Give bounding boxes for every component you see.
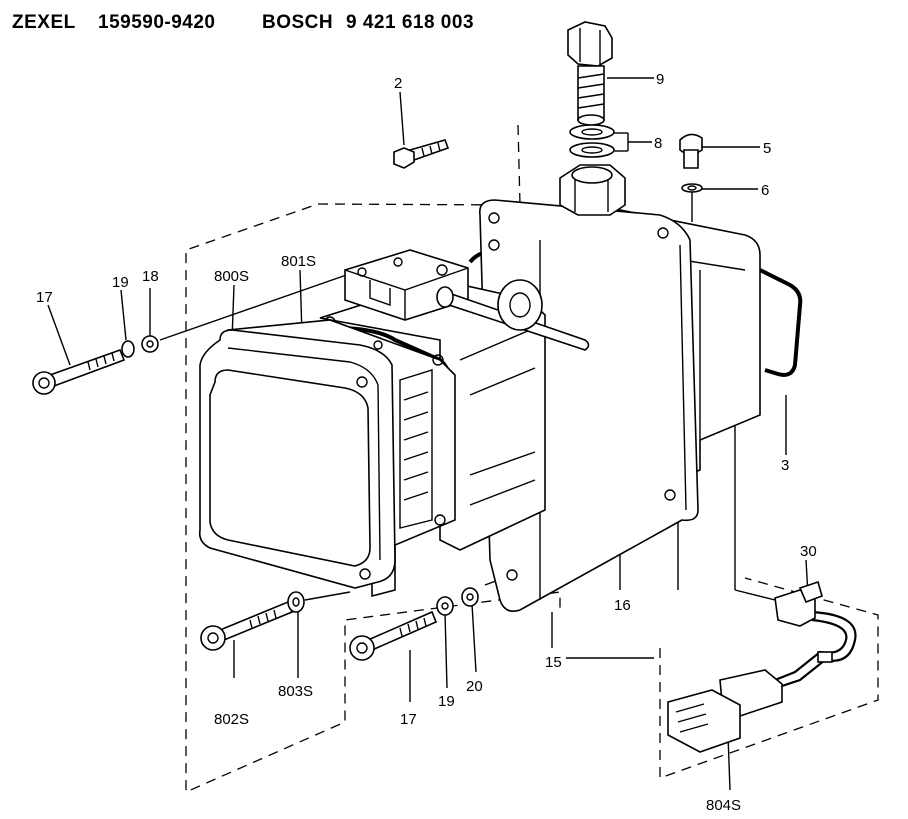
callout-801s: 801S: [281, 253, 316, 270]
callout-20: 20: [466, 678, 483, 695]
callout-labels: 2 9 8 5 6 3 17 19 18 800S 801S 802S 803S…: [36, 71, 817, 814]
screw-802s: [200, 591, 305, 651]
washers-8: [569, 124, 615, 158]
shaft-rod: [436, 279, 590, 351]
callout-16: 16: [614, 597, 631, 614]
callout-8: 8: [654, 135, 662, 152]
callout-17a: 17: [36, 289, 53, 306]
front-cover-800s: [198, 329, 396, 589]
callout-800s: 800S: [214, 268, 249, 285]
screw-2: [393, 139, 450, 169]
callout-15: 15: [545, 654, 562, 671]
callout-3: 3: [781, 457, 789, 474]
screw-5-and-washer-6: [679, 133, 703, 222]
callout-6: 6: [761, 182, 769, 199]
gasket-ring-3: [759, 268, 803, 377]
callout-17b: 17: [400, 711, 417, 728]
header-brand-2: BOSCH: [262, 12, 334, 33]
callout-803s: 803S: [278, 683, 313, 700]
callout-30: 30: [800, 543, 817, 560]
callout-19b: 19: [438, 693, 455, 710]
hollow-bolt-9: [567, 21, 613, 126]
screw-17-left: [32, 335, 159, 395]
callout-2: 2: [394, 75, 402, 92]
screw-17-lower: [349, 587, 479, 661]
header-part-number-2: 9 421 618 003: [346, 12, 475, 33]
top-boss-fitting: [559, 164, 626, 216]
callout-5: 5: [763, 140, 771, 157]
wire-harness-connector-804s: [667, 580, 857, 753]
header-brand-1: ZEXEL: [12, 12, 76, 33]
callout-9: 9: [656, 71, 664, 88]
callout-804s: 804S: [706, 797, 741, 814]
header-part-number-1: 159590-9420: [98, 12, 216, 33]
assembly-boundary-lines: [185, 124, 879, 793]
top-connector-block: [344, 249, 469, 321]
callout-802s: 802S: [214, 711, 249, 728]
callout-18: 18: [142, 268, 159, 285]
callout-19a: 19: [112, 274, 129, 291]
